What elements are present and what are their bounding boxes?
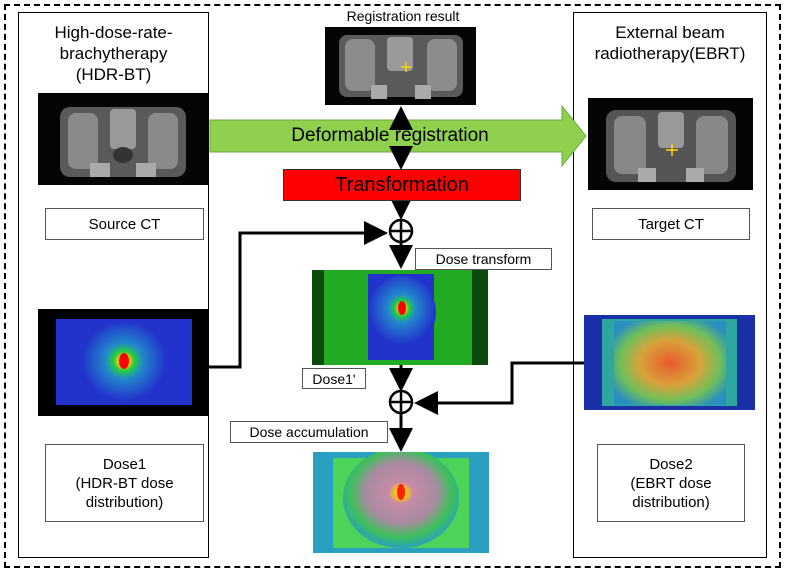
dose1-transformed-image: [312, 270, 488, 365]
source-ct-text: Source CT: [88, 215, 161, 233]
dose-transform-text: Dose transform: [435, 251, 532, 267]
dose1-label: Dose1 (HDR-BT dose distribution): [45, 444, 204, 522]
left-title-line3: (HDR-BT): [75, 65, 152, 84]
diagram-frame: [4, 4, 781, 568]
target-ct-text: Target CT: [638, 215, 704, 233]
dose1-image: [38, 309, 208, 416]
registration-result-title: Registration result: [346, 8, 460, 24]
dose1-prime-text: Dose1': [312, 370, 356, 387]
dose-transform-label: Dose transform: [415, 248, 552, 270]
right-title-line1: External beam: [615, 23, 725, 42]
sum-operator-2: [388, 389, 414, 415]
right-panel-title: External beam radiotherapy(EBRT): [573, 22, 767, 64]
dose2-label: Dose2 (EBRT dose distribution): [597, 444, 745, 522]
source-ct-image: [38, 93, 208, 185]
source-ct-label: Source CT: [45, 208, 204, 240]
dose2-line3: distribution): [632, 493, 710, 511]
dose-accumulation-label: Dose accumulation: [230, 421, 388, 443]
sum-operator-1: [388, 218, 414, 244]
dose-accumulation-text: Dose accumulation: [249, 424, 369, 440]
transformation-text: Transformation: [335, 173, 469, 196]
deformable-registration-arrow: [209, 104, 587, 168]
dose2-image: [584, 315, 755, 410]
left-title-line1: High-dose-rate-: [54, 23, 173, 42]
transformation-box: Transformation: [283, 169, 521, 201]
target-ct-label: Target CT: [592, 208, 750, 240]
left-title-line2: brachytherapy: [59, 44, 168, 63]
right-title-line2: radiotherapy(EBRT): [594, 44, 746, 63]
dose2-line2: (EBRT dose: [630, 474, 712, 492]
target-ct-image: [588, 98, 753, 190]
deformable-registration-label: Deformable registration: [291, 125, 489, 146]
accumulated-dose-image: [313, 452, 489, 553]
dose1-prime-label: Dose1': [302, 368, 366, 389]
dose1-line3: distribution): [85, 493, 164, 511]
dose1-line2: (HDR-BT dose: [75, 474, 174, 492]
registration-result-image: [325, 27, 476, 105]
left-panel-title: High-dose-rate- brachytherapy (HDR-BT): [18, 22, 209, 85]
dose1-line1: Dose1: [102, 455, 147, 473]
dose2-line1: Dose2: [649, 455, 693, 473]
